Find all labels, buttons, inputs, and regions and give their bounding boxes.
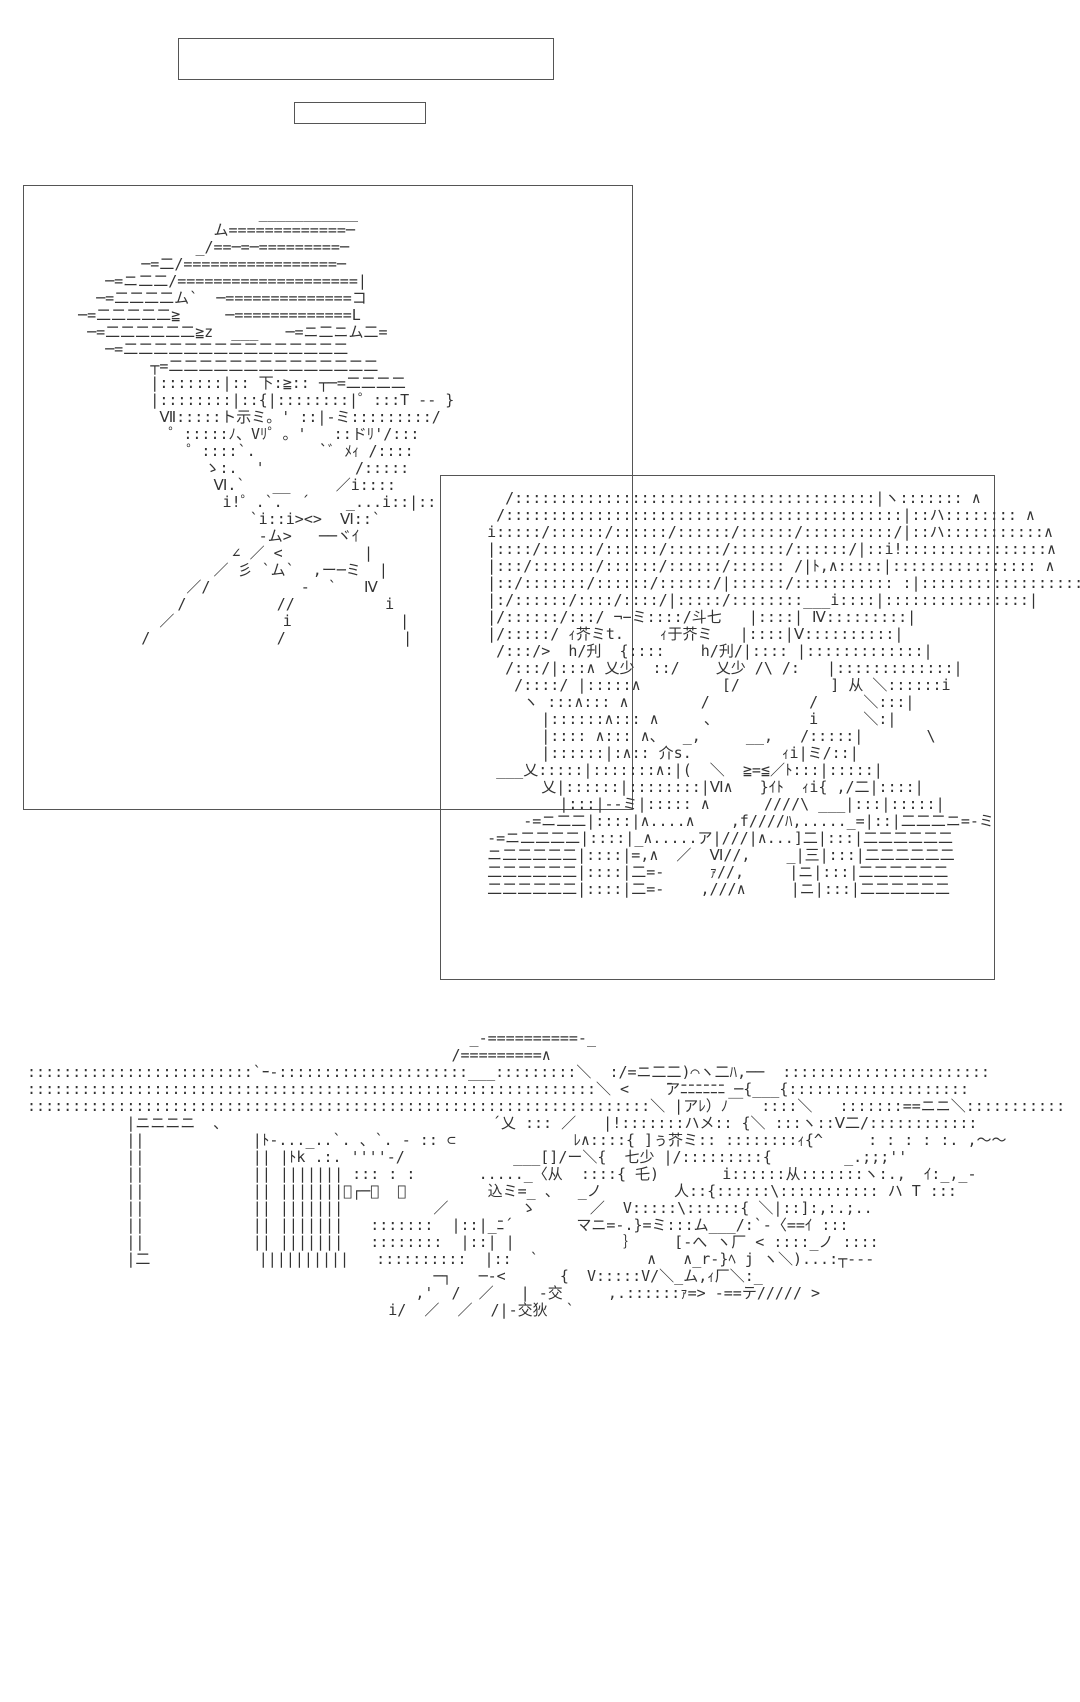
panel-1-ascii-art: ___________ ム=============─ _/==─=─=====… xyxy=(78,204,455,647)
title-box xyxy=(178,38,554,80)
panel-2 xyxy=(440,475,995,980)
panel-1 xyxy=(23,185,633,810)
panel-2-ascii-art: /:::::::::::::::::::::::::::::::::::::::… xyxy=(487,489,1080,898)
panel-3-ascii-art: _-==========-_ /=========∧ :::::::::::::… xyxy=(27,1029,1066,1319)
subtitle-box xyxy=(294,102,426,124)
